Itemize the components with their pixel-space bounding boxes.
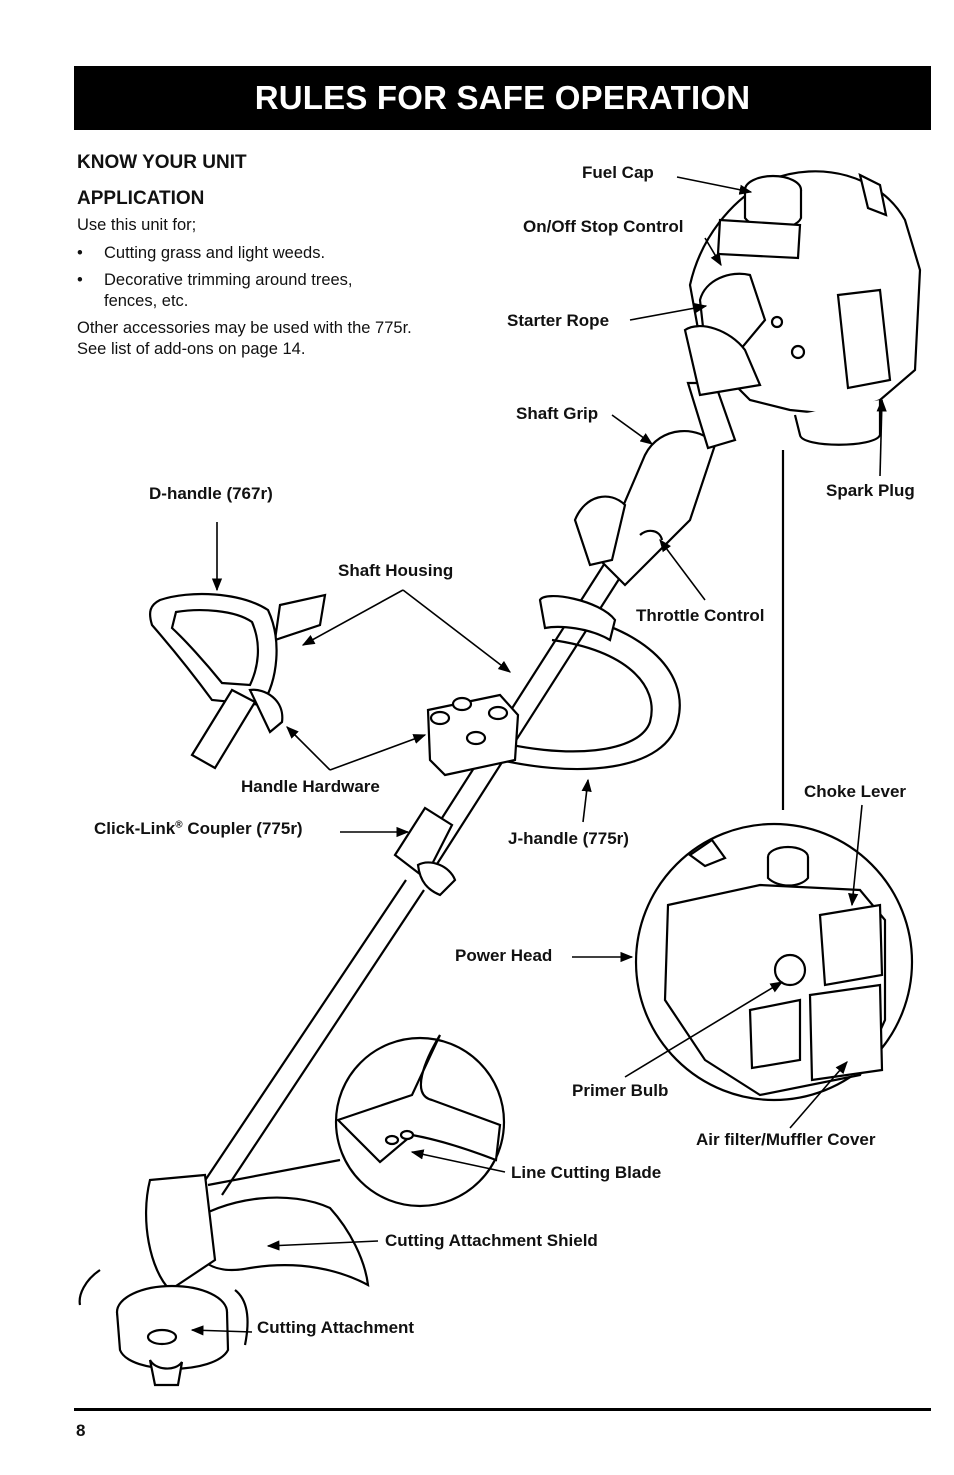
j-handle [479,595,681,771]
label-click-link-coupler: Click-Link® Coupler (775r) [94,819,303,838]
list-item: • Cutting grass and light weeds. [77,244,326,262]
bullet-icon: • [77,244,83,262]
label-throttle-control: Throttle Control [636,606,765,625]
list-item: • Decorative trimming around trees, fenc… [77,271,353,310]
footer-rule [74,1408,931,1411]
handle-clamp [426,693,520,777]
shaft-grip [573,381,737,587]
accessories-note: Other accessories may be used with the 7… [77,319,412,358]
label-shaft-grip: Shaft Grip [516,404,599,423]
label-choke-lever: Choke Lever [804,782,907,801]
page-number: 8 [76,1421,86,1440]
section-title: KNOW YOUR UNIT [77,152,247,173]
label-d-handle: D-handle (767r) [149,484,273,503]
bullet-icon: • [77,271,83,289]
label-starter-rope: Starter Rope [507,311,610,330]
label-cutting-attachment-shield: Cutting Attachment Shield [385,1231,598,1250]
coupler [393,806,457,897]
registered-mark: ® [175,819,183,831]
label-shaft-housing: Shaft Housing [338,561,454,580]
label-handle-hardware: Handle Hardware [241,777,380,796]
callout-arrows [190,176,887,1336]
d-handle [149,592,327,770]
label-j-handle: J-handle (775r) [508,829,629,848]
label-spark-plug: Spark Plug [826,481,915,500]
label-primer-bulb: Primer Bulb [572,1081,669,1100]
title-banner: RULES FOR SAFE OPERATION [74,66,931,130]
page-title: RULES FOR SAFE OPERATION [254,79,751,116]
power-head-detail [634,450,914,1102]
label-line-cutting-blade: Line Cutting Blade [511,1163,662,1182]
label-air-filter-muffler-cover: Air filter/Muffler Cover [696,1130,876,1149]
blade-detail [334,1034,506,1208]
label-power-head: Power Head [455,946,553,965]
label-cutting-attachment: Cutting Attachment [257,1318,415,1337]
label-fuel-cap: Fuel Cap [582,163,654,182]
label-on-off-stop-control: On/Off Stop Control [523,217,684,236]
subsection-title: APPLICATION [77,188,205,209]
lead-text: Use this unit for; [77,216,197,234]
engine-top [683,170,922,446]
